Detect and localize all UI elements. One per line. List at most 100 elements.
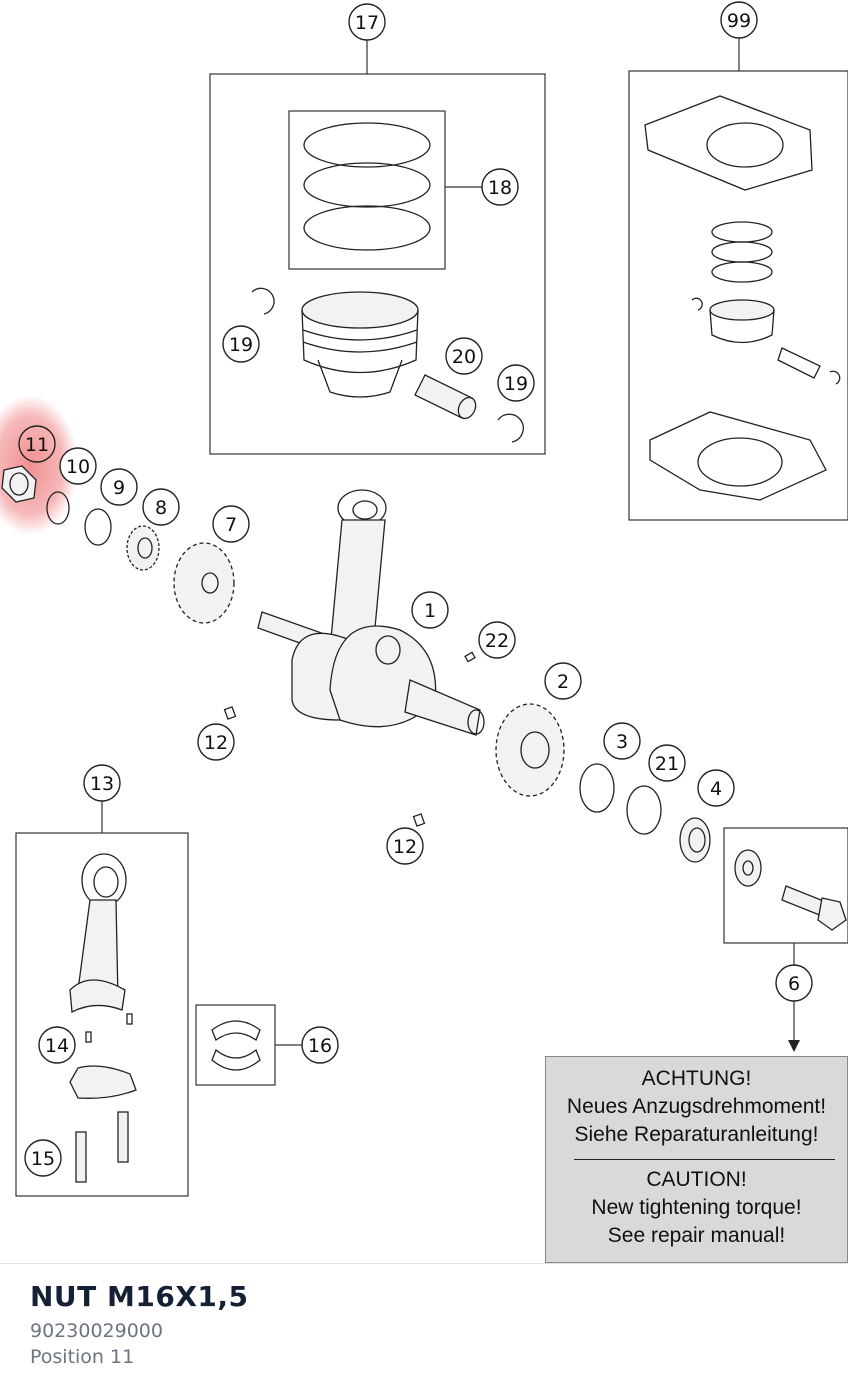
callout-6[interactable]: 6: [775, 964, 813, 1002]
callout-circle: [38, 1026, 76, 1064]
callout-circle: [386, 827, 424, 865]
callout-12[interactable]: 12: [386, 827, 424, 865]
callout-19[interactable]: 19: [497, 364, 535, 402]
callout-21[interactable]: 21: [648, 744, 686, 782]
conrod-13: [69, 853, 137, 1183]
callout-label: 3: [616, 731, 628, 753]
callout-22[interactable]: 22: [478, 621, 516, 659]
callout-label: 14: [45, 1035, 69, 1057]
callout-label: 19: [229, 334, 253, 356]
callout-11[interactable]: 11: [18, 425, 56, 463]
caution-divider: [574, 1159, 835, 1160]
callout-label: 12: [204, 732, 228, 754]
group-box-16: [195, 1004, 276, 1086]
key-12a: [223, 706, 237, 720]
callout-12[interactable]: 12: [197, 723, 235, 761]
callout-1[interactable]: 1: [411, 591, 449, 629]
callout-circle: [212, 505, 250, 543]
callout-circle: [478, 621, 516, 659]
part-name: NUT M16X1,5: [30, 1280, 249, 1313]
callout-circle: [100, 468, 138, 506]
pin-22: [464, 651, 476, 663]
callout-2[interactable]: 2: [544, 662, 582, 700]
callout-label: 20: [452, 346, 476, 368]
crankshaft: [257, 489, 485, 736]
washer-10: [46, 491, 70, 525]
callout-14[interactable]: 14: [38, 1026, 76, 1064]
callout-3[interactable]: 3: [603, 722, 641, 760]
callout-circle: [142, 488, 180, 526]
callout-circle: [697, 769, 735, 807]
callout-4[interactable]: 4: [697, 769, 735, 807]
callout-99[interactable]: 99: [720, 1, 758, 39]
callout-19[interactable]: 19: [222, 325, 260, 363]
callout-label: 21: [655, 753, 679, 775]
caution-en-line1: New tightening torque!: [591, 1196, 802, 1219]
callout-label: 17: [355, 12, 379, 34]
caution-de-line2: Siehe Reparaturanleitung!: [574, 1123, 819, 1146]
callout-20[interactable]: 20: [445, 337, 483, 375]
callout-10[interactable]: 10: [59, 447, 97, 485]
callout-label: 15: [31, 1148, 55, 1170]
callout-circle: [544, 662, 582, 700]
callout-16[interactable]: 16: [301, 1026, 339, 1064]
gear-7: [173, 542, 235, 624]
callout-circle: [411, 591, 449, 629]
callout-label: 12: [393, 836, 417, 858]
callout-circle: [445, 337, 483, 375]
group-box-99: [628, 70, 848, 521]
part-info-panel: NUT M16X1,5 90230029000 Position 11: [0, 1263, 848, 1391]
callout-circle: [648, 744, 686, 782]
callout-circle: [775, 964, 813, 1002]
part-number: 90230029000: [30, 1320, 163, 1342]
callout-circle: [59, 447, 97, 485]
callout-18[interactable]: 18: [481, 168, 519, 206]
callout-circle: [348, 3, 386, 41]
caution-de-line1: Neues Anzugsdrehmoment!: [566, 1095, 827, 1118]
caution-de-title: ACHTUNG!: [641, 1067, 752, 1090]
callout-label: 9: [113, 477, 125, 499]
part-position: Position 11: [30, 1346, 135, 1368]
callout-circle: [720, 1, 758, 39]
callout-7[interactable]: 7: [212, 505, 250, 543]
washer-21: [626, 785, 662, 835]
callout-circle: [197, 723, 235, 761]
callout-label: 1: [424, 600, 436, 622]
callout-circle: [603, 722, 641, 760]
callout-label: 16: [308, 1035, 332, 1057]
callout-label: 18: [488, 177, 512, 199]
nut-4: [679, 817, 711, 863]
caution-en-title: CAUTION!: [646, 1168, 747, 1191]
callout-label: 99: [727, 10, 751, 32]
callout-circle: [24, 1139, 62, 1177]
circlip-left: [251, 287, 275, 315]
callout-circle: [83, 764, 121, 802]
callout-17[interactable]: 17: [348, 3, 386, 41]
callout-circle: [222, 325, 260, 363]
callout-label: 7: [225, 514, 237, 536]
nut-11: [1, 465, 37, 503]
caution-notice: ACHTUNG! Neues Anzugsdrehmoment! Siehe R…: [545, 1056, 848, 1263]
circlip-right: [497, 413, 524, 443]
callout-circle: [18, 425, 56, 463]
gasket-set-drawing: [644, 95, 841, 501]
callout-label: 8: [155, 497, 167, 519]
callout-label: 19: [504, 373, 528, 395]
washer-9: [84, 508, 112, 546]
callout-label: 13: [90, 773, 114, 795]
group-box-18: [288, 110, 446, 270]
sprocket-8: [126, 525, 160, 571]
callout-8[interactable]: 8: [142, 488, 180, 526]
key-12b: [412, 813, 426, 827]
callout-circle: [481, 168, 519, 206]
callout-9[interactable]: 9: [100, 468, 138, 506]
caution-en-line2: See repair manual!: [607, 1224, 786, 1247]
callout-13[interactable]: 13: [83, 764, 121, 802]
callout-circle: [497, 364, 535, 402]
callout-15[interactable]: 15: [24, 1139, 62, 1177]
callout-label: 6: [788, 973, 800, 995]
gear-2: [495, 703, 565, 797]
group-box-6: [723, 827, 848, 944]
